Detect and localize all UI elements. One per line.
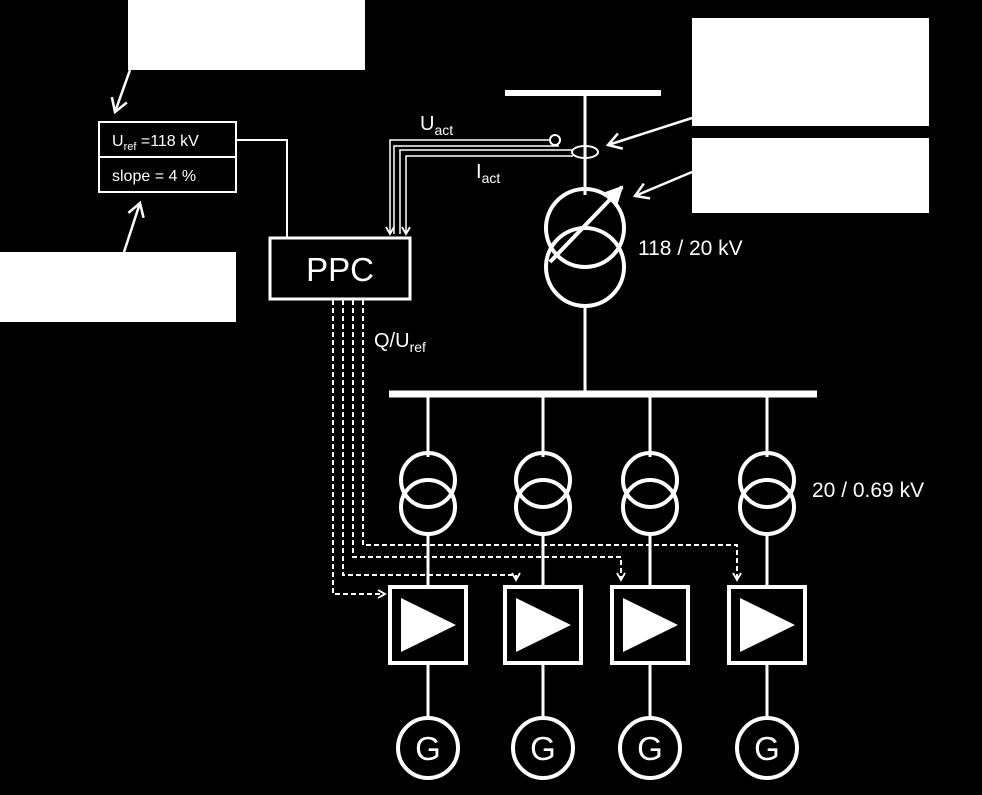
feeder-3: G [610, 397, 690, 780]
feeder-transformer [514, 451, 572, 536]
inverter-symbol-icon [516, 598, 571, 652]
pointer-arrow-left [122, 203, 140, 253]
feeder-2: G [503, 397, 583, 780]
generator-label: G [530, 730, 556, 767]
voltage-sensor [549, 134, 561, 146]
feeder-transformer [621, 451, 679, 536]
annotation-box-top-left [128, 0, 365, 70]
setpoint-link [236, 139, 288, 238]
inverter [610, 585, 690, 665]
pointer-arrow-top-left [115, 69, 132, 112]
pointer-arrow-top-right [608, 116, 693, 145]
feeder-4: G [727, 397, 807, 780]
generator: G [511, 716, 575, 780]
inverter-symbol-icon [740, 598, 795, 652]
ppc-label: PPC [306, 251, 374, 288]
generator: G [396, 716, 460, 780]
measurement-signals: Uact Iact [385, 113, 599, 236]
q-uref-label: Q/Uref [374, 330, 426, 355]
tap-changer-arrow [548, 185, 624, 264]
setpoint-box: Uref =118 kV slope = 4 % [98, 121, 237, 193]
u-act-label: Uact [420, 113, 453, 138]
inverter [388, 585, 468, 665]
generator-label: G [415, 730, 441, 767]
inverter-symbol-icon [623, 598, 678, 652]
uref-label: Uref =118 kV [112, 133, 199, 153]
generator: G [735, 716, 799, 780]
i-act-label: Iact [476, 161, 500, 186]
annotation-box-top-right [692, 18, 929, 126]
generator: G [618, 716, 682, 780]
slope-label: slope = 4 % [112, 168, 196, 185]
annotation-box-left [0, 252, 236, 322]
feeder-transformer-rating: 20 / 0.69 kV [812, 479, 924, 502]
inverter [503, 585, 583, 665]
pointer-arrow-right [635, 170, 693, 196]
ppc-controller: PPC [268, 236, 412, 301]
annotation-box-right [692, 138, 929, 213]
generator-label: G [637, 730, 663, 767]
hv-busbar [505, 90, 661, 195]
inverter-symbol-icon [401, 598, 456, 652]
feeder-1: G [388, 397, 468, 780]
feeder-transformer [738, 451, 796, 536]
main-transformer-rating: 118 / 20 kV [638, 237, 743, 260]
inverter [727, 585, 807, 665]
feeder-transformer [399, 451, 457, 536]
generator-label: G [754, 730, 780, 767]
main-transformer [544, 185, 626, 392]
